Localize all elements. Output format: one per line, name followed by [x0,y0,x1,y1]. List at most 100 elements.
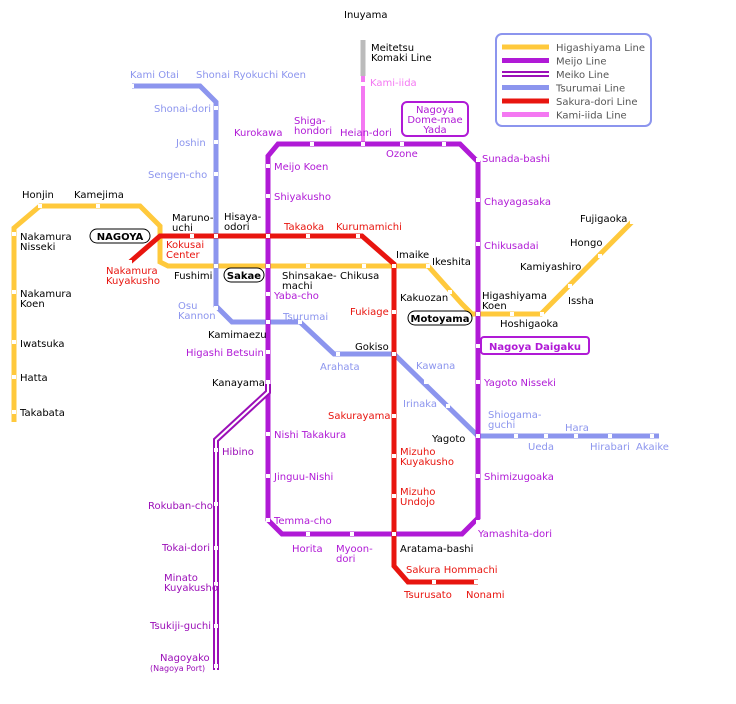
station-label[interactable]: Kurokawa [234,128,282,139]
station-marker[interactable] [266,380,270,384]
station-marker[interactable] [448,290,452,294]
station-marker[interactable] [476,380,480,384]
station-marker[interactable] [630,220,634,224]
station-label[interactable]: Hara [565,423,589,434]
station-label[interactable]: Kurumamichi [336,222,402,233]
station-marker[interactable] [310,142,314,146]
station-marker[interactable] [544,434,548,438]
station-marker[interactable] [540,312,544,316]
station-label[interactable]: Chikusa [340,271,379,282]
station-label[interactable]: Ueda [528,442,554,453]
station-label[interactable]: Chayagasaka [484,197,551,208]
station-marker[interactable] [214,140,218,144]
station-label[interactable]: Shiga-hondori [294,116,332,137]
station-marker[interactable] [476,312,480,316]
station-marker[interactable] [476,198,480,202]
station-marker[interactable] [476,520,480,524]
station-label[interactable]: Aratama-bashi [400,544,473,555]
station-label[interactable]: Fushimi [174,271,212,282]
station-label[interactable]: Ozone [386,149,418,160]
station-marker[interactable] [406,570,410,574]
station-marker[interactable] [266,474,270,478]
station-label[interactable]: Yamashita-dori [477,529,552,540]
station-marker[interactable] [608,434,612,438]
station-label[interactable]: Nishi Takakura [274,430,346,441]
hub-sakae[interactable]: Sakae [227,271,261,282]
station-label[interactable]: Shiogama-guchi [488,410,542,431]
station-marker[interactable] [598,254,602,258]
station-marker[interactable] [266,264,270,268]
station-label[interactable]: Imaike [396,250,429,261]
station-marker[interactable] [361,142,365,146]
station-marker[interactable] [214,234,218,238]
station-marker[interactable] [266,320,270,324]
station-marker[interactable] [426,264,430,268]
station-marker[interactable] [476,434,480,438]
station-label[interactable]: Tsurusato [403,590,452,601]
station-label[interactable]: Nonami [466,590,505,601]
station-marker[interactable] [362,264,366,268]
station-marker[interactable] [392,310,396,314]
station-label[interactable]: Sengen-cho [148,170,207,181]
station-marker[interactable] [476,158,480,162]
station-label[interactable]: Fujigaoka [580,214,627,225]
station-marker[interactable] [266,350,270,354]
station-marker[interactable] [266,164,270,168]
station-label[interactable]: Kamimaezu [208,330,267,341]
hub-nagoya-daigaku[interactable]: Nagoya Daigaku [489,342,581,353]
station-label[interactable]: Tsurumai [282,312,328,323]
station-marker[interactable] [130,84,134,88]
station-marker[interactable] [96,204,100,208]
station-label[interactable]: Takaoka [283,222,324,233]
station-label[interactable]: Arahata [320,362,360,373]
station-label[interactable]: Hongo [570,238,602,249]
station-marker[interactable] [476,474,480,478]
station-marker[interactable] [442,142,446,146]
station-label[interactable]: Hibino [222,447,254,458]
station-label[interactable]: Horita [292,544,323,555]
station-label[interactable]: Myoon-dori [336,544,373,565]
station-label[interactable]: Tokai-dori [161,543,210,554]
station-marker[interactable] [476,344,480,348]
station-label[interactable]: Heian-dori [340,128,392,139]
station-marker[interactable] [306,264,310,268]
station-marker[interactable] [266,142,270,146]
station-marker[interactable] [574,434,578,438]
station-marker[interactable] [392,264,396,268]
station-marker[interactable] [12,340,16,344]
station-label[interactable]: Sunada-bashi [482,154,550,165]
station-marker[interactable] [392,352,396,356]
station-marker[interactable] [392,532,396,536]
station-label[interactable]: Tsukiji-guchi [149,621,211,632]
station-label[interactable]: (Nagoya Port) [150,664,205,673]
station-marker[interactable] [38,204,42,208]
station-marker[interactable] [266,518,270,522]
station-label[interactable]: Kami Otai [130,70,179,81]
station-marker[interactable] [568,284,572,288]
station-marker[interactable] [12,410,16,414]
station-marker[interactable] [432,580,436,584]
station-marker[interactable] [12,375,16,379]
station-marker[interactable] [306,532,310,536]
station-label[interactable]: Shinsakae-machi [282,271,337,292]
station-marker[interactable] [214,264,218,268]
station-label[interactable]: Irinaka [403,399,437,410]
station-marker[interactable] [514,434,518,438]
station-marker[interactable] [298,320,302,324]
station-label[interactable]: Hirabari [590,442,630,453]
station-marker[interactable] [266,194,270,198]
station-marker[interactable] [12,232,16,236]
station-marker[interactable] [214,306,218,310]
station-marker[interactable] [214,106,218,110]
station-marker[interactable] [128,260,132,264]
station-marker[interactable] [650,434,654,438]
station-marker[interactable] [424,380,428,384]
hub-nagoya[interactable]: NAGOYA [97,232,144,243]
hub-motoyama[interactable]: Motoyama [411,314,470,325]
